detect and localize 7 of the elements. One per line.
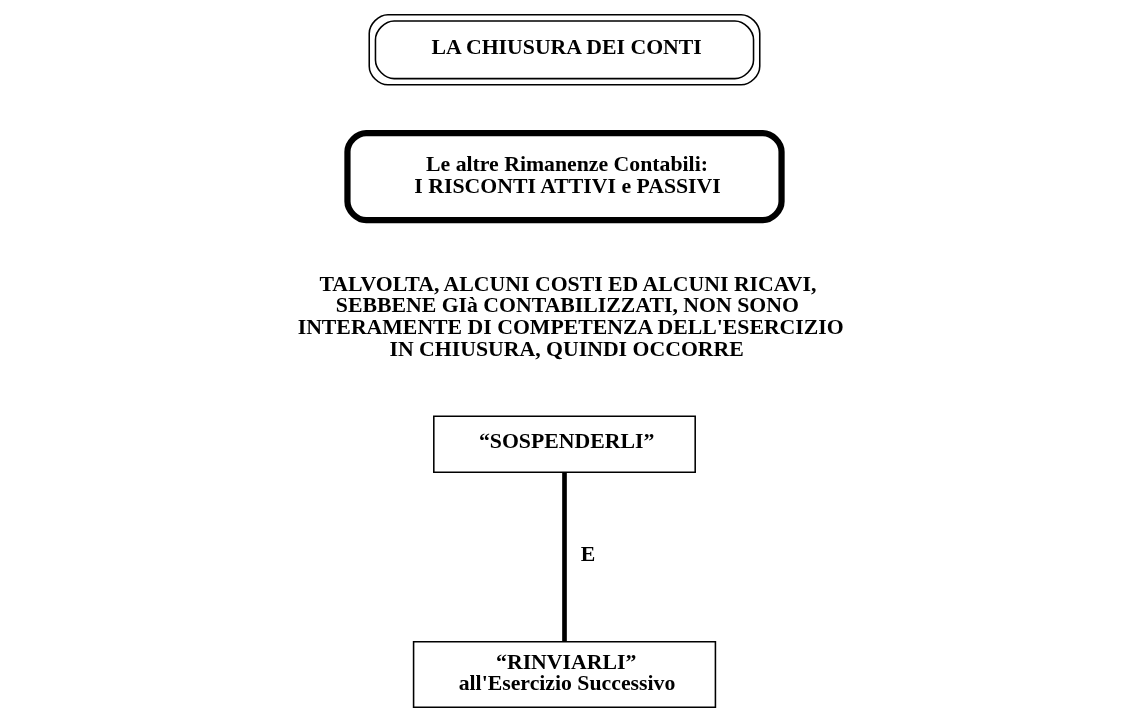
node-box: “RINVIARLI” all'Esercizio Successivo bbox=[412, 641, 717, 708]
node-box: “SOSPENDERLI” bbox=[433, 415, 696, 473]
node-box: Le altre Rimanenze Contabili: I RISCONTI ATTIVI e PASSIVI bbox=[344, 129, 785, 224]
edge-label: E bbox=[580, 542, 596, 567]
connector bbox=[562, 472, 567, 642]
node-box: LA CHIUSURA DEI CONTI bbox=[368, 14, 761, 86]
label: TALVOLTA, ALCUNI COSTI ED ALCUNI RICAVI, SEBBENE GIà CONTABILIZZATI, NON SONO INTERAMENTE DI COMPETENZA DELL'ESERCIZIO IN CHIUSURA, QUINDI OCCORRE bbox=[297, 271, 844, 361]
